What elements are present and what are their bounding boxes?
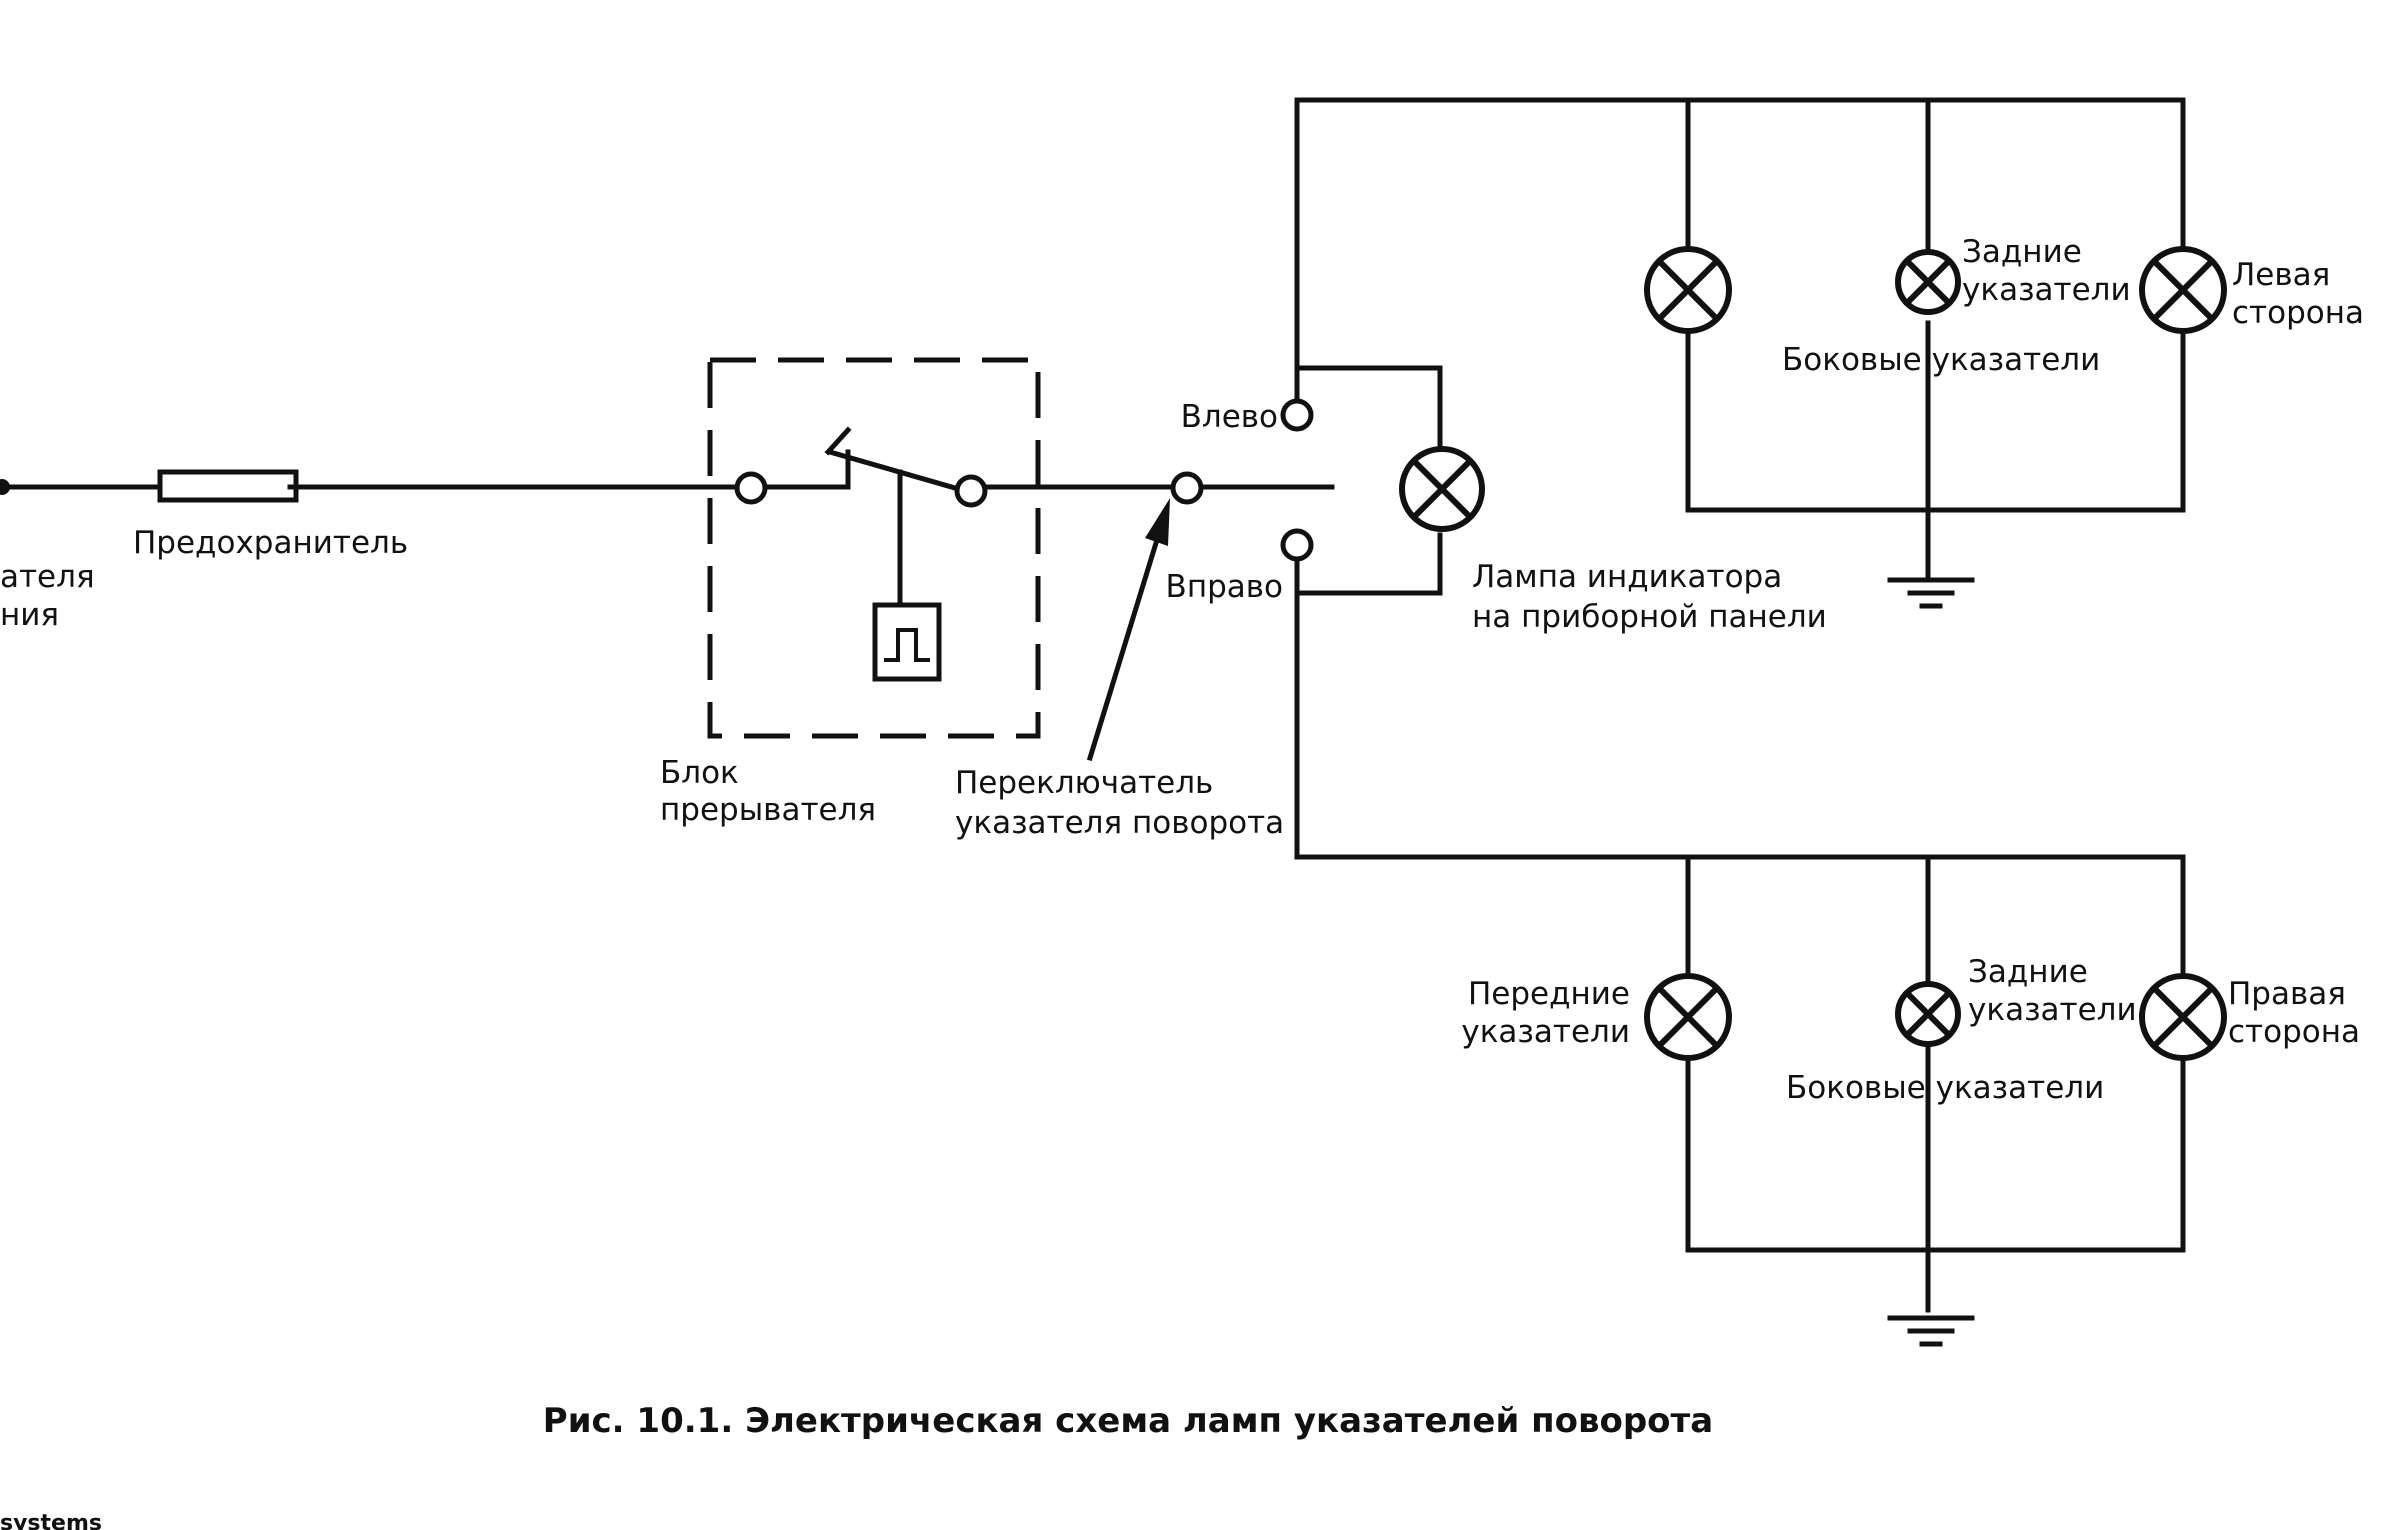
left-ground-symbol [1887,577,1975,609]
front-label-line2: указатели [1461,1014,1630,1050]
indicator-lamp-label-line2: на приборной панели [1472,599,1827,635]
flasher-contacts [734,426,1175,608]
right-ground-symbol [1887,1315,1975,1347]
right-rear-label-line2: указатели [1968,992,2137,1028]
thermal-element-symbol [872,602,942,682]
left-group-wiring [1294,97,2186,578]
left-position-label: Влево [1181,399,1278,435]
switch-common-terminal [1170,471,1204,505]
right-side-name-line2: сторона [2228,1014,2360,1050]
right-terminal [1280,528,1314,562]
right-side-name-line1: Правая [2228,976,2346,1012]
fuse-label: Предохранитель [133,525,408,561]
right-side-lamp-symbol [2139,973,2227,1061]
flasher-unit-box [707,357,1041,739]
left-side-name-line2: сторона [2232,295,2364,331]
left-rear-label-line1: Задние [1962,234,2082,270]
indicator-lamp-wiring [1294,97,1443,860]
fuse-symbol [157,469,299,503]
left-front-lamp-symbol [1644,246,1732,334]
flasher-label-line2: прерывателя [660,792,876,828]
supply-label-line2: ния [0,597,59,633]
left-side-label: Боковые указатели [1782,342,2100,378]
left-side-name-line1: Левая [2232,257,2330,293]
indicator-lamp-label-line1: Лампа индикатора [1472,559,1782,595]
right-rear-lamp-symbol [1895,981,1961,1047]
right-side-label: Боковые указатели [1786,1070,2104,1106]
left-rear-label-line2: указатели [1962,272,2131,308]
footer-fragment: systems [0,1511,102,1530]
right-group-wiring [1294,854,2186,1313]
supply-label-line1: ателя [0,559,95,595]
left-side-lamp-symbol [2139,246,2227,334]
right-rear-label-line1: Задние [1968,954,2088,990]
switch-pointer-arrowhead [1145,498,1170,546]
left-terminal [1280,398,1314,432]
switch-pointer-arrow [1086,526,1164,762]
front-label-line1: Передние [1468,976,1630,1012]
flasher-label-line1: Блок [660,755,739,791]
right-position-label: Вправо [1166,569,1283,605]
indicator-lamp-symbol [1399,446,1485,532]
switch-label-line1: Переключатель [955,765,1213,801]
switch-label-line2: указателя поворота [955,805,1284,841]
left-rear-lamp-symbol [1895,249,1961,315]
supply-terminal [0,479,10,495]
figure-caption: Рис. 10.1. Электрическая схема ламп указ… [543,1401,1713,1441]
right-front-lamp-symbol [1644,973,1732,1061]
